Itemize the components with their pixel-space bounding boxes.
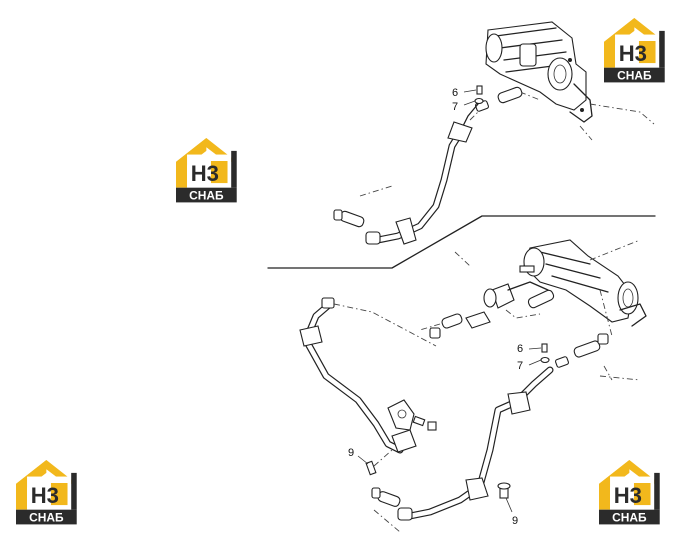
callout-6-upper: 6 xyxy=(452,87,458,99)
section-divider xyxy=(267,215,656,269)
lower-right-pipe xyxy=(371,366,554,533)
logo-name: СНАБ xyxy=(189,189,224,203)
logo-name: СНАБ xyxy=(612,511,647,525)
callout-9-left: 9 xyxy=(348,447,354,459)
lower-hose xyxy=(429,309,609,368)
callout-6-lower: 6 xyxy=(517,343,523,355)
lower-left-pipe xyxy=(299,297,437,454)
lower-cooler xyxy=(465,239,647,329)
washer-icon xyxy=(540,356,550,364)
logo-bottom-right: H3 СНАБ xyxy=(599,460,660,525)
upper-pipe xyxy=(333,121,473,245)
callout-7-lower: 7 xyxy=(517,360,523,372)
bolt-icon xyxy=(541,343,548,353)
callout-9-right: 9 xyxy=(512,515,518,527)
clamp-bolt-left xyxy=(357,415,437,476)
logo-top-right: H3 СНАБ xyxy=(604,18,665,83)
upper-hose xyxy=(461,86,523,129)
logo-bottom-left: H3 СНАБ xyxy=(16,460,77,525)
logo-middle-left: H3 СНАБ xyxy=(176,138,237,203)
clamp-bolt-right xyxy=(497,482,513,513)
upper-cooler xyxy=(485,21,593,123)
callout-7-upper: 7 xyxy=(452,101,458,113)
logo-monogram: H3 xyxy=(31,483,59,508)
bolt-icon xyxy=(476,85,483,95)
washer-icon xyxy=(474,97,484,105)
logo-monogram: H3 xyxy=(614,483,642,508)
logo-monogram: H3 xyxy=(191,161,219,186)
upper-assembly: 6 7 xyxy=(333,21,655,245)
logo-monogram: H3 xyxy=(619,41,647,66)
logo-name: СНАБ xyxy=(617,69,652,83)
lower-assembly: 6 7 9 xyxy=(299,239,647,533)
logo-name: СНАБ xyxy=(29,511,64,525)
